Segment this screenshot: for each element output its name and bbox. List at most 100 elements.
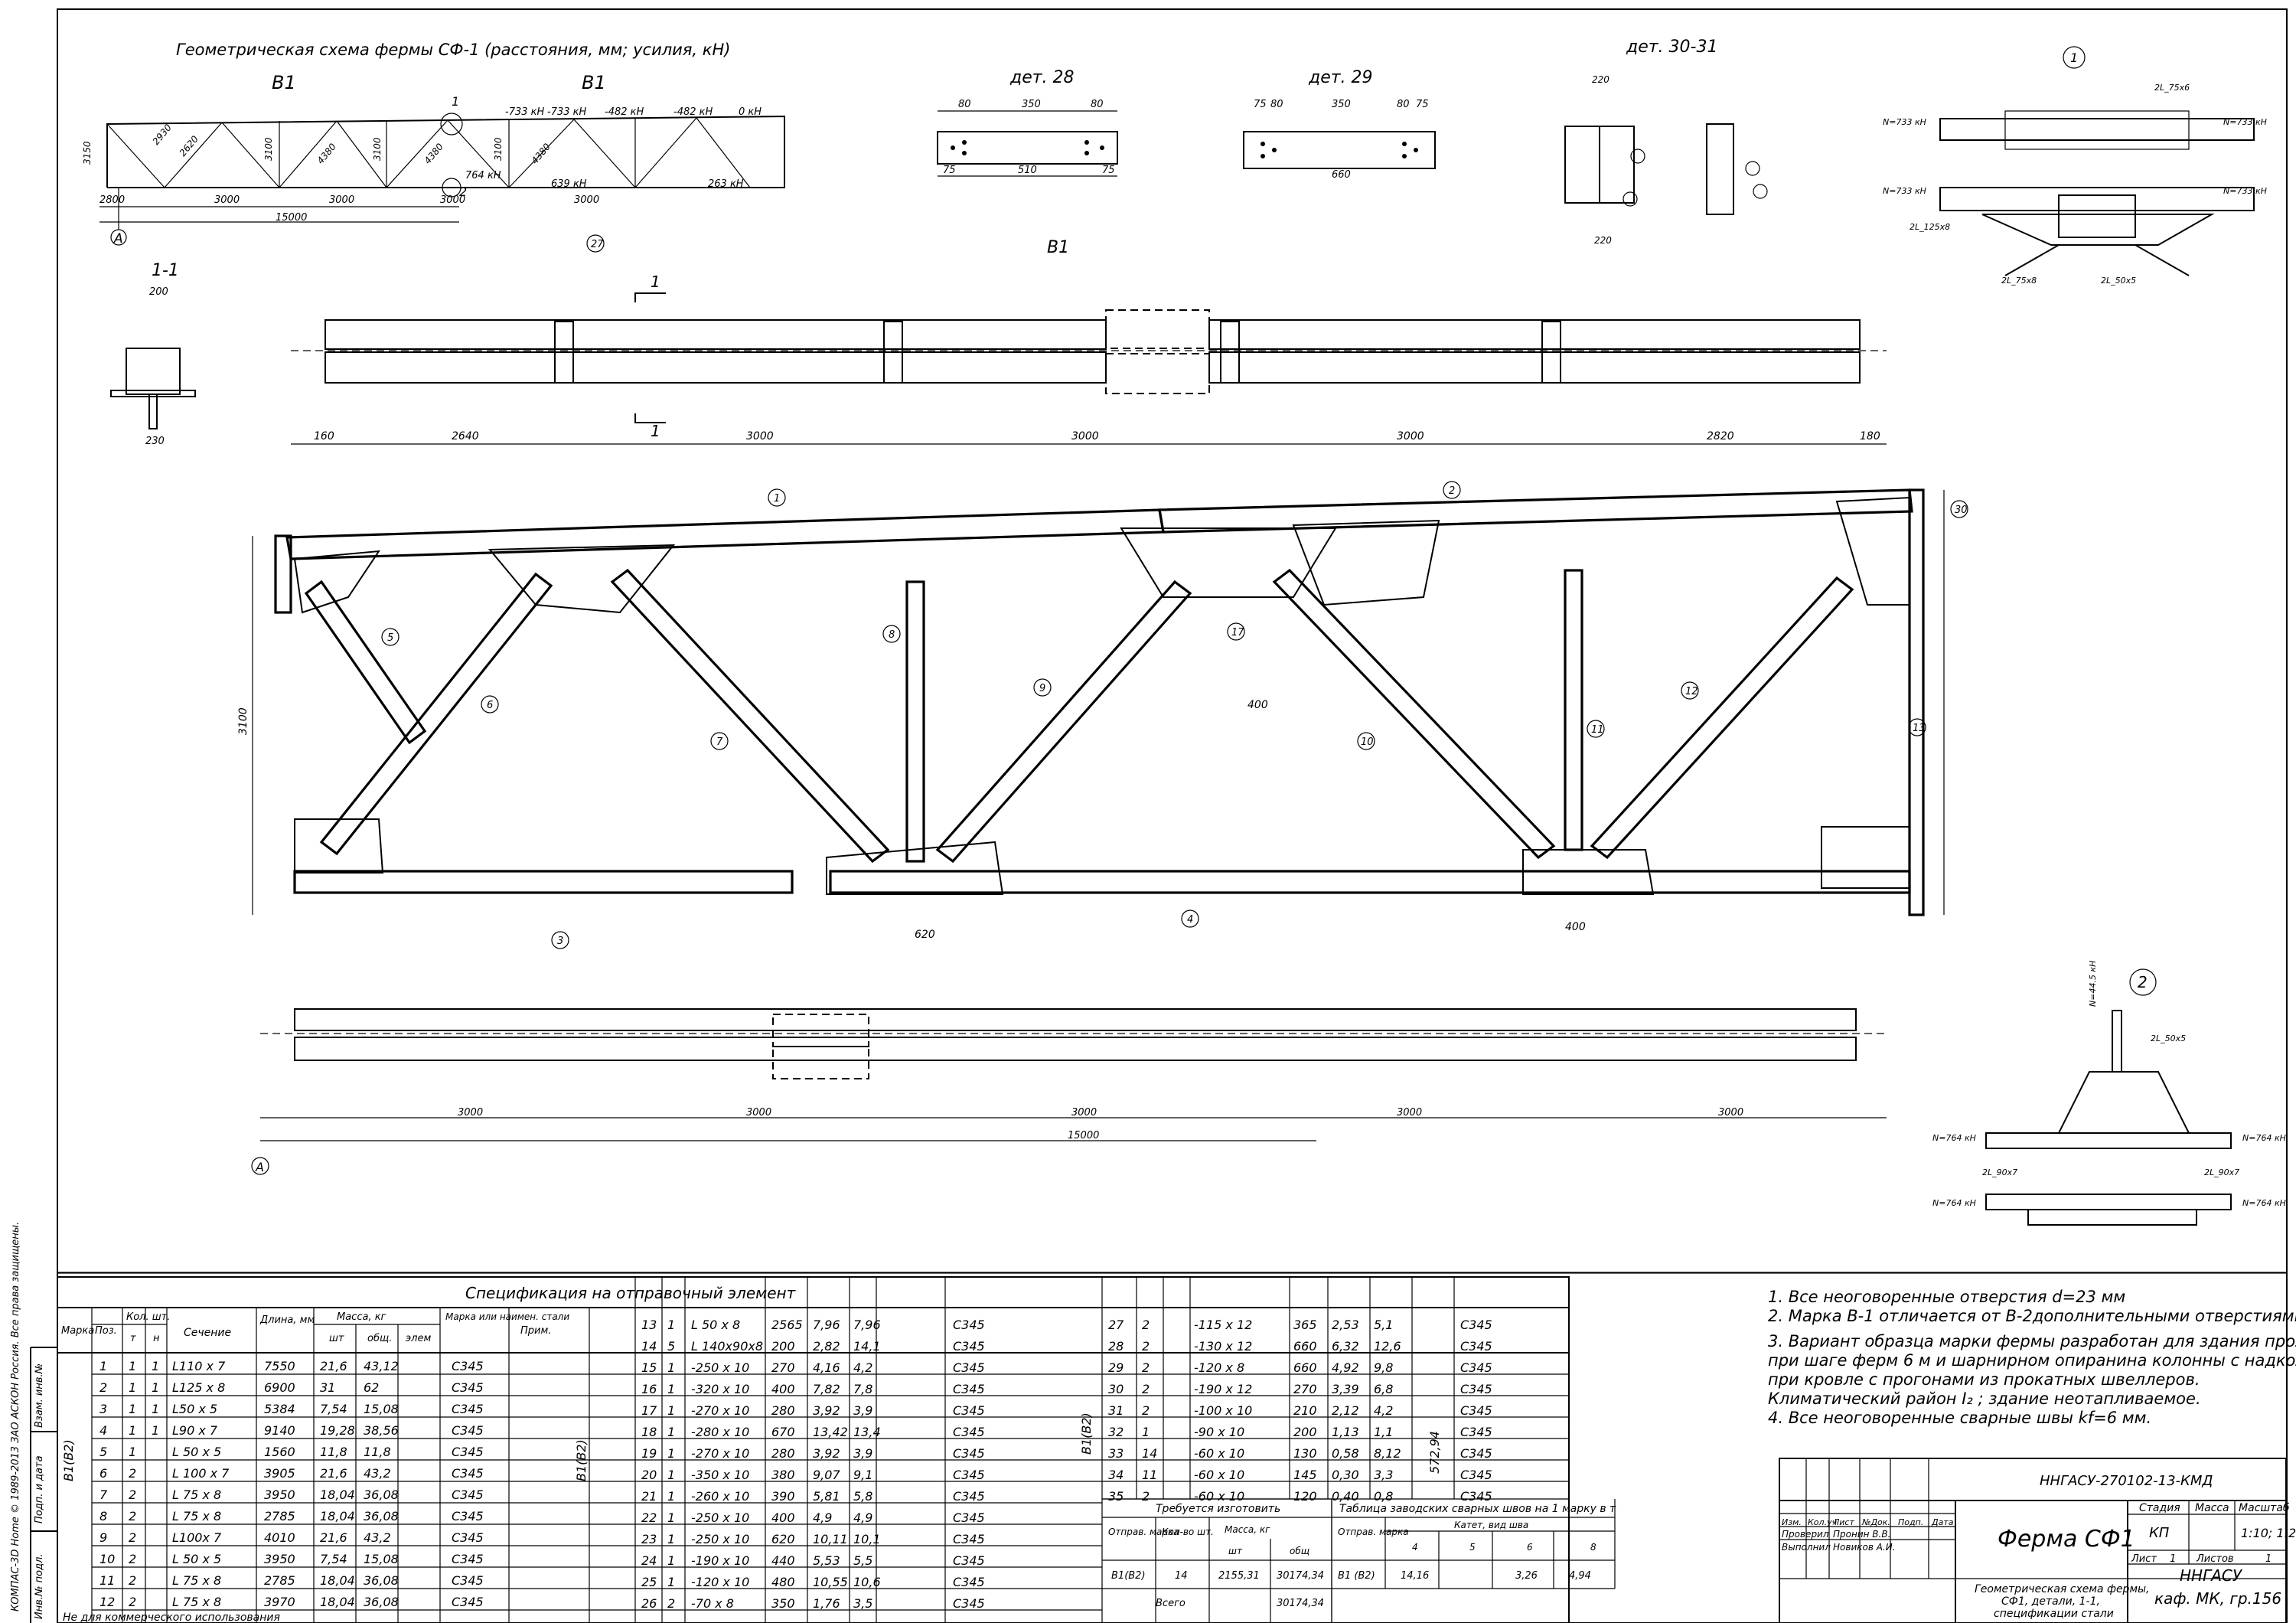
spec-left-row-8-col-4: L 75 x 8 [172,1509,221,1523]
spec-mid-row-6-col-3: -280 x 10 [691,1425,749,1439]
spec-mid-row-1-col-2: 1 [667,1318,675,1332]
spec-mid-row-3-col-7: C345 [953,1360,985,1375]
balloon-8: 8 [889,629,895,641]
spec-h-pos: Поз. [95,1325,117,1337]
balloon-4: 4 [1187,914,1193,926]
balloon-28: 27 [591,239,604,250]
len-1: 2620 [178,133,201,158]
spec-mid-row-6-col-5: 13,42 [813,1425,848,1439]
geom-mark-b1-left: B1 [272,72,296,93]
welds-h-4: 5 [1469,1542,1476,1553]
spec-left-row-9-col-7: 43,2 [364,1530,391,1545]
spec-mid-row-6-col-2: 1 [667,1425,675,1439]
spec-left-row-1-col-5: 7550 [264,1359,295,1373]
spec-right-row-1-col-4: 365 [1293,1318,1317,1332]
spec-left-row-5-col-7: 11,8 [364,1445,391,1459]
det28-dim-5: 510 [1018,165,1037,176]
spec-mid-row-6-col-4: 670 [771,1425,795,1439]
welds-h-2: Катет, вид шва [1454,1520,1528,1530]
spec-right-row-1-col-2: 2 [1142,1318,1150,1332]
spec-mid-row-5-col-2: 1 [667,1403,675,1418]
spec-mid-row-11-col-4: 620 [771,1532,795,1546]
spec-left-row-5-col-2: 1 [129,1445,136,1459]
spec-mid-row-14-col-6: 3,5 [853,1596,872,1611]
spec-left-row-8-col-2: 2 [129,1509,136,1523]
node-1-ref-top: 1 [452,94,459,109]
spec-mid-row-8-col-7: C345 [953,1468,985,1482]
balloon-11: 11 [1591,724,1604,736]
spec-h-elem: элем [406,1333,431,1344]
top-span-1: 160 [314,430,334,442]
spec-right-row-6-col-2: 1 [1142,1425,1150,1439]
spec-left-row-5-col-1: 5 [99,1445,107,1459]
spec-mid-row-5-col-1: 17 [641,1403,657,1418]
strip-replace: Взам. инв.№ [34,1363,45,1428]
spec-right-row-7-col-1: 33 [1108,1446,1124,1461]
spec-mid-row-1-col-5: 7,96 [813,1318,840,1332]
top-span-4: 3000 [1071,430,1099,442]
spec-right-row-6-col-4: 200 [1293,1425,1317,1439]
force-top-1: -733 кН [505,106,544,118]
spec-mid-row-9-col-6: 5,8 [853,1489,872,1504]
spec-right-row-1-col-6: 5,1 [1374,1318,1393,1332]
spec-right-row-9-col-5: 0,40 [1332,1489,1359,1504]
spec-left-row-8-col-7: 36,08 [364,1509,399,1523]
spec-left-row-4-col-6: 19,28 [320,1423,355,1438]
spec-left-row-4-col-7: 38,56 [364,1423,399,1438]
spec-left-row-10-col-1: 10 [99,1552,115,1566]
spec-left-row-1-col-4: L110 x 7 [172,1359,226,1373]
welds-row-6: 3,26 [1515,1570,1538,1582]
spec-right-row-9-col-4: 120 [1293,1489,1317,1504]
det29-dim-3: 350 [1332,99,1351,110]
spec-left-row-6-col-4: L 100 x 7 [172,1466,230,1481]
doc-code: ННГАСУ-270102-13-КМД [2040,1473,2213,1489]
spec-right-row-8-col-3: -60 x 10 [1194,1468,1244,1482]
spec-mid-row-12-col-4: 440 [771,1553,795,1568]
spec-right-row-7-col-6: 8,12 [1374,1446,1401,1461]
note-1: 1. Все неоговоренные отверстия d=23 мм [1768,1288,2126,1306]
balloon-3: 3 [557,936,563,947]
spec-left-row-4-col-4: L90 x 7 [172,1423,218,1438]
node-1-detail: 1 N=733 кН N=733 кН N=733 кН N=733 кН 2L… [1883,46,2267,286]
spec-grid [91,1277,1455,1623]
spec-mid-row-12-col-6: 5,5 [853,1553,872,1568]
node1-label-3: N=733 кН [1883,186,1926,196]
spec-right-row-2-col-1: 28 [1108,1339,1124,1354]
summary-title: Требуется изготовить [1156,1503,1280,1515]
spec-mid-row-2-col-4: 200 [771,1339,795,1354]
spec-mid-row-6-col-7: C345 [953,1425,985,1439]
force-top-5: 0 кН [739,106,762,118]
spec-left-row-1-col-1: 1 [99,1359,107,1373]
title-block: ННГАСУ-270102-13-КМД Ферма СФ1 Изм. Кол.… [1779,1458,2296,1623]
spec-mid-row-4-col-2: 1 [667,1382,675,1396]
spec-right-row-4-col-7: C345 [1460,1382,1492,1396]
spec-mid-row-2-col-3: L 140x90x8 [691,1339,763,1354]
top-span-3: 3000 [746,430,774,442]
det28-dim-3: 80 [1091,99,1104,110]
spec-mid-row-3-col-3: -250 x 10 [691,1360,749,1375]
spec-left-row-2-col-1: 2 [99,1380,107,1395]
spec-left-row-5-col-5: 1560 [264,1445,295,1459]
spec-right-row-3-col-4: 660 [1293,1360,1317,1375]
tb-stage-h: Стадия [2139,1502,2180,1514]
spec-mid-row-1-col-7: C345 [953,1318,985,1332]
spec-right-row-5-col-6: 4,2 [1374,1403,1393,1418]
spec-mid-row-12-col-3: -190 x 10 [691,1553,749,1568]
tb-col-doc: №Док. [1861,1517,1890,1527]
spec-mid-row-9-col-1: 21 [641,1489,657,1504]
spec-mid-row-13-col-1: 25 [641,1575,657,1589]
spec-right-row-8-col-7: C345 [1460,1468,1492,1482]
strip-sign: Подп. и дата [34,1455,45,1523]
spec-left-row-9-col-8: C345 [452,1530,484,1545]
spec-left-row-10-col-6: 7,54 [320,1552,347,1566]
tb-sheets: 1 [2265,1553,2272,1565]
welds-row-8: 4,94 [1569,1570,1591,1582]
spec-left-row-6-col-8: C345 [452,1466,484,1481]
tb-scale: 1:10; 1:25 [2241,1526,2296,1540]
spec-right-row-4-col-1: 30 [1108,1382,1124,1396]
spec-mid-row-10-col-2: 1 [667,1510,675,1525]
spec-left-row-7-col-2: 2 [129,1487,136,1502]
spec-mark-left: B1(B2) [61,1439,76,1481]
spec-left-row-2-col-8: C345 [452,1380,484,1395]
